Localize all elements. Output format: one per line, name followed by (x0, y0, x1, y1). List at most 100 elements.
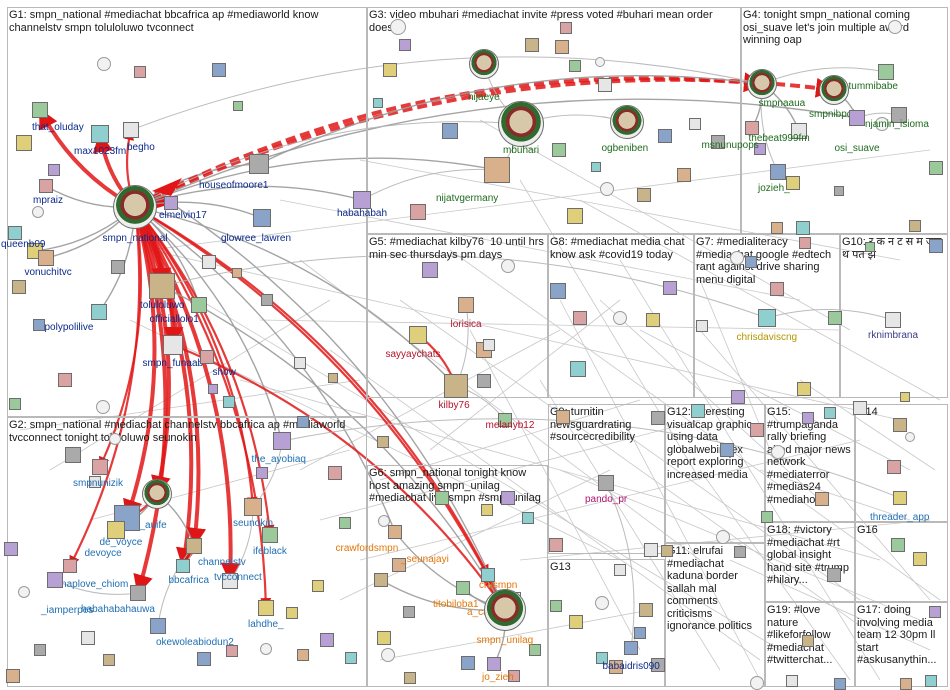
node-tummibabe[interactable] (878, 64, 894, 80)
avatar-node[interactable] (929, 606, 941, 618)
avatar-node[interactable] (33, 319, 45, 331)
avatar-node[interactable] (677, 168, 691, 182)
avatar-node[interactable] (97, 57, 111, 71)
avatar-node[interactable] (378, 515, 390, 527)
node-ifeblack[interactable] (262, 527, 278, 543)
node-chrisdaviscng[interactable] (758, 309, 776, 327)
node-anaplove-chiom[interactable] (63, 559, 77, 573)
avatar-node[interactable] (802, 412, 814, 424)
node-nijaeye[interactable] (469, 49, 499, 79)
avatar-node[interactable] (689, 118, 701, 130)
node-begho[interactable] (123, 122, 139, 138)
avatar-node[interactable] (377, 436, 389, 448)
avatar-node[interactable] (261, 294, 273, 306)
node-crawfordsmpn[interactable] (388, 525, 402, 539)
avatar-node[interactable] (197, 652, 211, 666)
node-smpn-auife[interactable] (142, 479, 172, 509)
avatar-node[interactable] (891, 538, 905, 552)
avatar-node[interactable] (501, 259, 515, 273)
node-titobiloba1[interactable] (456, 581, 470, 595)
avatar-node[interactable] (560, 22, 572, 34)
avatar-node[interactable] (646, 313, 660, 327)
avatar-node[interactable] (824, 407, 836, 419)
node-smpnunizik[interactable] (92, 459, 108, 475)
avatar-node[interactable] (373, 98, 383, 108)
node-threader-app[interactable] (893, 491, 907, 505)
node-kilby76[interactable] (444, 374, 468, 398)
avatar-node[interactable] (771, 445, 785, 459)
avatar-node[interactable] (595, 596, 609, 610)
avatar-node[interactable] (134, 66, 146, 78)
avatar-node[interactable] (286, 607, 298, 619)
node-habahabah[interactable] (353, 191, 371, 209)
node-elmelvin17[interactable] (164, 196, 178, 210)
node-smpnaaua[interactable] (747, 69, 777, 99)
avatar-node[interactable] (297, 649, 309, 661)
avatar-node[interactable] (651, 411, 665, 425)
avatar-node[interactable] (761, 511, 773, 523)
node-mpraiz[interactable] (39, 179, 53, 193)
avatar-node[interactable] (81, 631, 95, 645)
avatar-node[interactable] (312, 580, 324, 592)
avatar-node[interactable] (754, 143, 766, 155)
avatar-node[interactable] (260, 643, 272, 655)
avatar-node[interactable] (328, 466, 342, 480)
node-njamin-isioma[interactable] (891, 107, 907, 123)
avatar-node[interactable] (233, 101, 243, 111)
node-thebeat999fm[interactable] (791, 123, 807, 139)
avatar-node[interactable] (802, 635, 814, 647)
avatar-node[interactable] (720, 443, 734, 457)
avatar-node[interactable] (771, 222, 783, 234)
node-smpnibpoly1[interactable] (819, 75, 849, 105)
avatar-node[interactable] (501, 491, 515, 505)
node-sayyaychats[interactable] (409, 326, 427, 344)
avatar-node[interactable] (58, 373, 72, 387)
node-lorisica[interactable] (458, 297, 474, 313)
avatar-node[interactable] (483, 339, 495, 351)
avatar-node[interactable] (614, 564, 626, 576)
avatar-node[interactable] (865, 242, 875, 252)
avatar-node[interactable] (750, 423, 764, 437)
node-crusmpn[interactable] (481, 568, 495, 582)
avatar-node[interactable] (377, 631, 391, 645)
avatar-node[interactable] (328, 373, 338, 383)
avatar-node[interactable] (786, 176, 800, 190)
avatar-node[interactable] (658, 129, 672, 143)
avatar-node[interactable] (256, 467, 268, 479)
avatar-node[interactable] (399, 39, 411, 51)
avatar-node[interactable] (929, 239, 943, 253)
avatar-node[interactable] (570, 361, 586, 377)
avatar-node[interactable] (109, 433, 121, 445)
avatar-node[interactable] (925, 675, 937, 687)
avatar-node[interactable] (32, 206, 44, 218)
avatar-node[interactable] (796, 221, 810, 235)
avatar-node[interactable] (634, 627, 646, 639)
avatar-node[interactable] (232, 268, 242, 278)
avatar-node[interactable] (212, 63, 226, 77)
avatar-node[interactable] (555, 40, 569, 54)
node-iamperpes[interactable] (47, 572, 63, 588)
avatar-node[interactable] (477, 374, 491, 388)
avatar-node[interactable] (644, 543, 658, 557)
avatar-node[interactable] (111, 260, 125, 274)
avatar-node[interactable] (404, 672, 416, 684)
avatar-node[interactable] (435, 491, 449, 505)
avatar-node[interactable] (731, 390, 745, 404)
avatar-node[interactable] (745, 256, 757, 268)
avatar-node[interactable] (913, 552, 927, 566)
avatar-node[interactable] (929, 161, 943, 175)
node-officiallolo1[interactable] (191, 297, 207, 313)
avatar-node[interactable] (900, 392, 910, 402)
avatar-node[interactable] (734, 546, 746, 558)
avatar-node[interactable] (567, 208, 583, 224)
avatar-node[interactable] (661, 545, 673, 557)
avatar-node[interactable] (65, 447, 81, 463)
avatar-node[interactable] (609, 660, 623, 674)
node-msnunupops[interactable] (745, 121, 759, 135)
avatar-node[interactable] (651, 658, 665, 672)
avatar-node[interactable] (827, 568, 841, 582)
avatar-node[interactable] (529, 644, 541, 656)
node-mbuhari[interactable] (498, 101, 544, 147)
avatar-node[interactable] (893, 418, 907, 432)
avatar-node[interactable] (508, 670, 520, 682)
